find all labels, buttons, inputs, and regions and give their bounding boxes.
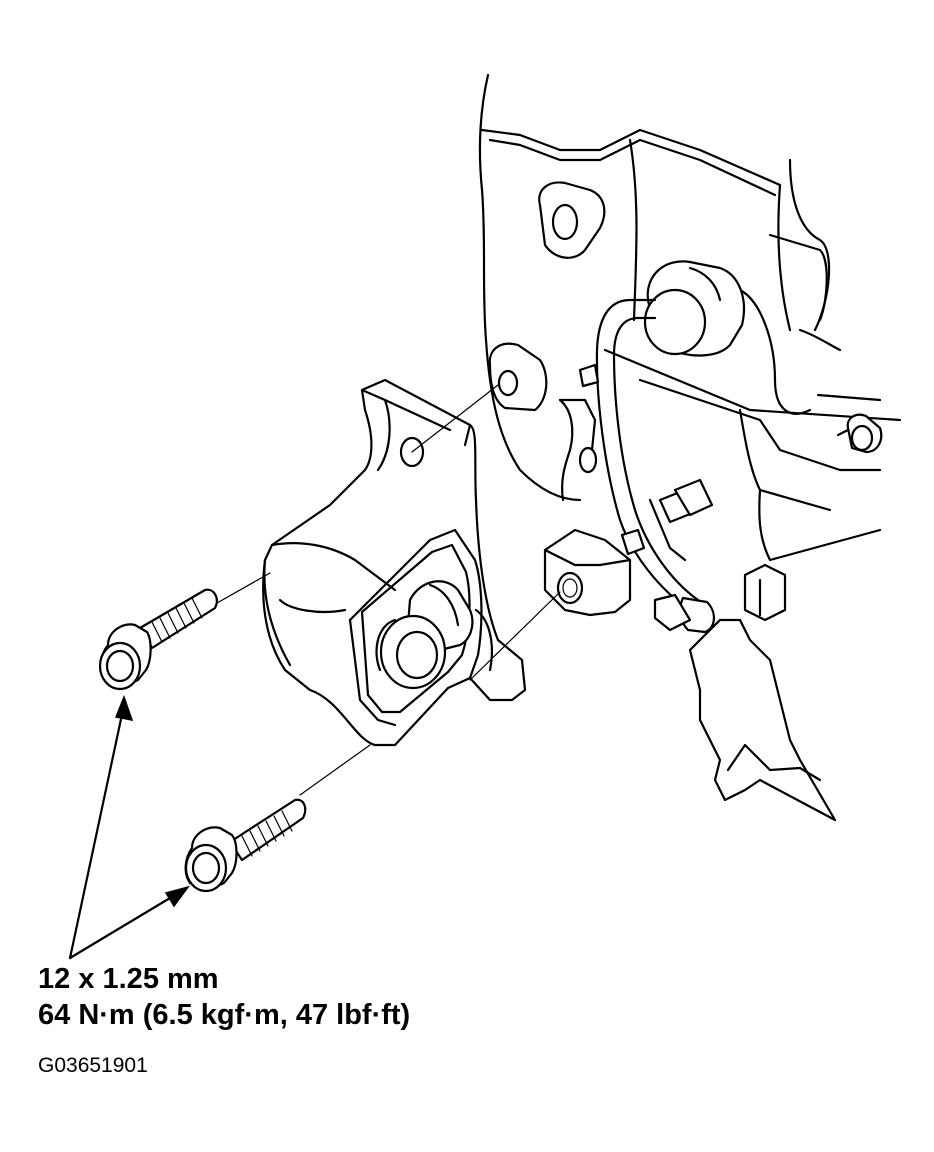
bolt-size-label: 12 x 1.25 mm <box>38 963 219 995</box>
torque-spec-label: 64 N·m (6.5 kgf·m, 47 lbf·ft) <box>38 999 411 1031</box>
engine-mount-bracket <box>262 378 527 747</box>
alignment-lines <box>209 384 561 796</box>
figure-id-label: G03651901 <box>38 1054 148 1077</box>
flange-bolt-upper <box>98 588 218 691</box>
callout-arrows <box>68 694 190 960</box>
wire-harness <box>578 298 715 634</box>
flange-bolt-lower <box>184 798 307 893</box>
engine-housing <box>478 73 902 822</box>
